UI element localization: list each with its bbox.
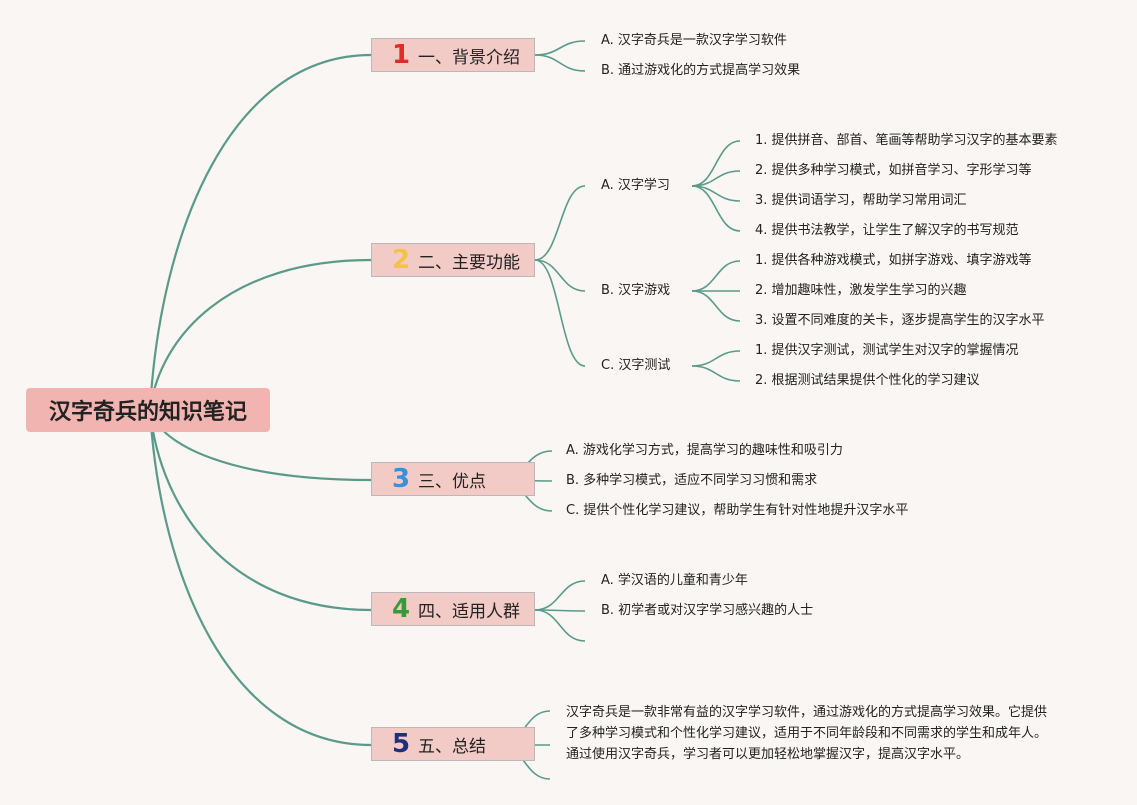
section-title: 五、总结 xyxy=(418,736,486,757)
section-number-5: 5 xyxy=(391,729,411,759)
connector-line xyxy=(691,290,741,322)
connector-line xyxy=(148,53,372,411)
leaf-node[interactable]: B. 多种学习模式，适应不同学习习惯和需求 xyxy=(566,473,818,488)
leaf-node[interactable]: 2. 增加趣味性，激发学生学习的兴趣 xyxy=(755,283,967,298)
root-title: 汉字奇兵的知识笔记 xyxy=(48,400,247,425)
section-number-4: 4 xyxy=(391,594,411,624)
summary-paragraph[interactable]: 汉字奇兵是一款非常有益的汉字学习软件，通过游戏化的方式提高学习效果。它提供了多种… xyxy=(566,705,1048,762)
connector-line xyxy=(691,260,741,292)
leaf-node[interactable]: A. 汉字奇兵是一款汉字学习软件 xyxy=(601,33,787,48)
connector-line xyxy=(691,140,741,187)
section-number-3: 3 xyxy=(391,464,411,494)
connector-line xyxy=(691,350,741,367)
section-title: 一、背景介绍 xyxy=(418,47,520,68)
leaf-node[interactable]: 1. 提供各种游戏模式，如拼字游戏、填字游戏等 xyxy=(755,253,1032,268)
connector-line xyxy=(534,40,586,56)
leaf-node[interactable]: B. 通过游戏化的方式提高学习效果 xyxy=(601,63,801,78)
leaf-node[interactable]: 1. 提供汉字测试，测试学生对汉字的掌握情况 xyxy=(755,343,1019,358)
connector-line xyxy=(534,185,586,261)
connector-line xyxy=(148,258,372,411)
leaf-node[interactable]: C. 提供个性化学习建议，帮助学生有针对性地提升汉字水平 xyxy=(566,503,909,518)
connector-line xyxy=(534,580,586,611)
section-title: 四、适用人群 xyxy=(418,601,520,622)
leaf-node[interactable]: 1. 提供拼音、部首、笔画等帮助学习汉字的基本要素 xyxy=(755,133,1058,148)
leaf-node[interactable]: 2. 提供多种学习模式，如拼音学习、字形学习等 xyxy=(755,163,1032,178)
section-features[interactable]: 2 二、主要功能 xyxy=(371,243,535,277)
section-title: 三、优点 xyxy=(418,471,486,492)
connector-line xyxy=(534,609,586,642)
connector-line xyxy=(148,409,372,747)
leaf-node[interactable]: 3. 设置不同难度的关卡，逐步提高学生的汉字水平 xyxy=(755,313,1045,328)
leaf-node[interactable]: A. 游戏化学习方式，提高学习的趣味性和吸引力 xyxy=(566,443,843,458)
section-number-1: 1 xyxy=(391,40,411,70)
connector-line xyxy=(691,365,741,382)
connector-line xyxy=(691,185,741,232)
connector-line xyxy=(534,54,586,72)
section-title: 二、主要功能 xyxy=(418,252,520,273)
sub-node[interactable]: B. 汉字游戏 xyxy=(601,283,671,298)
leaf-node[interactable]: B. 初学者或对汉字学习感兴趣的人士 xyxy=(601,603,814,618)
section-audience[interactable]: 4 四、适用人群 xyxy=(371,592,535,626)
root-node[interactable]: 汉字奇兵的知识笔记 xyxy=(26,388,270,432)
connector-line xyxy=(148,409,372,612)
leaf-node[interactable]: 2. 根据测试结果提供个性化的学习建议 xyxy=(755,373,980,388)
sub-node[interactable]: A. 汉字学习 xyxy=(601,178,670,193)
connector-line xyxy=(534,259,586,367)
leaf-node[interactable]: A. 学汉语的儿童和青少年 xyxy=(601,573,748,588)
section-summary[interactable]: 5 五、总结 xyxy=(371,727,535,761)
section-number-2: 2 xyxy=(391,245,411,275)
leaf-node[interactable]: 3. 提供词语学习，帮助学习常用词汇 xyxy=(755,193,967,208)
connector-line xyxy=(534,259,586,292)
sub-node[interactable]: C. 汉字测试 xyxy=(601,358,671,373)
leaf-node[interactable]: 4. 提供书法教学，让学生了解汉字的书写规范 xyxy=(755,223,1019,238)
section-advantages[interactable]: 3 三、优点 xyxy=(371,462,535,496)
section-background[interactable]: 1 一、背景介绍 xyxy=(371,38,535,72)
